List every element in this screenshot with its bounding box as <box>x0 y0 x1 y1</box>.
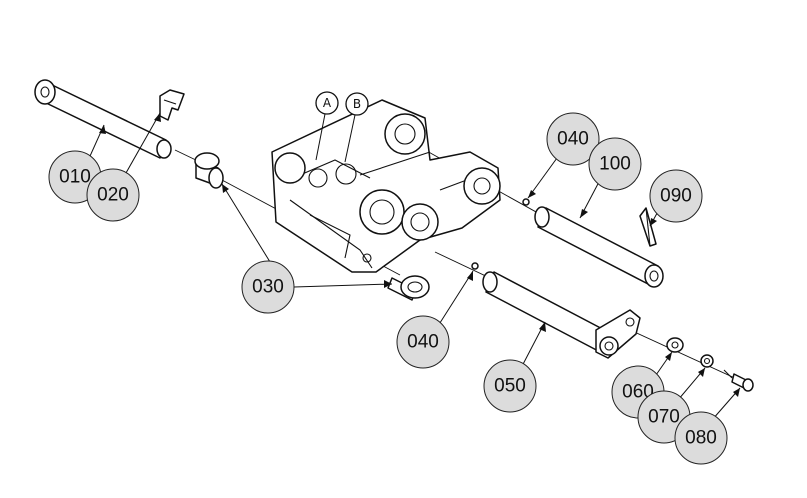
callout-040-upper: 040 <box>546 112 600 166</box>
svg-text:010: 010 <box>59 167 91 188</box>
callout-050: 050 <box>483 359 537 413</box>
svg-text:080: 080 <box>685 428 717 449</box>
clip-020-part <box>159 89 185 121</box>
coupler-frame-part <box>271 99 501 273</box>
callout-020: 020 <box>86 168 140 222</box>
svg-text:040: 040 <box>557 129 589 150</box>
svg-text:040: 040 <box>407 332 439 353</box>
callout-080: 080 <box>674 411 728 465</box>
bolt-080-part <box>723 369 754 392</box>
callout-040-lower: 040 <box>396 315 450 369</box>
callout-100: 100 <box>588 137 642 191</box>
washer-060-part <box>666 337 684 353</box>
svg-text:A: A <box>323 96 332 110</box>
bushing-030-lower-part <box>387 275 430 301</box>
pin-100-part <box>534 206 664 288</box>
pivot-label-b: B <box>345 92 369 116</box>
svg-text:050: 050 <box>494 376 526 397</box>
svg-text:020: 020 <box>97 185 129 206</box>
svg-text:030: 030 <box>252 277 284 298</box>
svg-text:090: 090 <box>660 186 692 207</box>
callout-090: 090 <box>649 169 703 223</box>
pivot-label-a: A <box>315 91 339 115</box>
svg-text:060: 060 <box>622 382 654 403</box>
pin-010-part <box>34 79 172 159</box>
pivot-b-leader <box>344 114 356 163</box>
svg-text:B: B <box>353 97 361 111</box>
fitting-040-lower-part <box>471 262 479 270</box>
cotter-pin-090-part <box>639 207 657 247</box>
bushing-030-upper-part <box>194 152 224 189</box>
callout-030: 030 <box>241 260 295 314</box>
pivot-a-leader <box>315 113 326 161</box>
lock-washer-070-part <box>700 354 714 368</box>
fitting-040-upper-part <box>522 198 530 206</box>
svg-text:070: 070 <box>648 407 680 428</box>
svg-text:100: 100 <box>599 154 631 175</box>
pin-050-part <box>482 271 641 359</box>
